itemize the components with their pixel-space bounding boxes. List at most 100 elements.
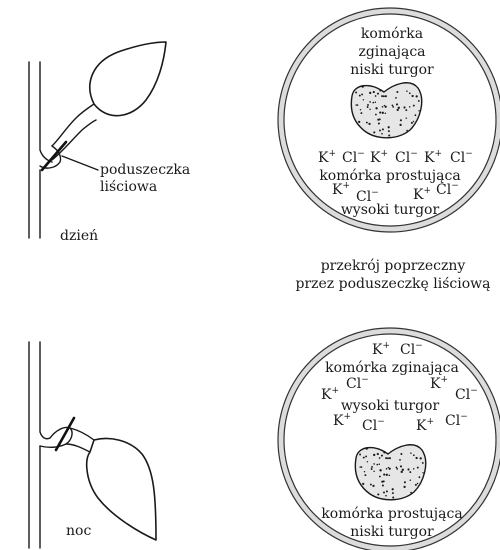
- day-ion-row-1: K+ Cl− K+ Cl− K+ Cl−: [318, 149, 473, 166]
- bundle-dot: [369, 92, 371, 94]
- bundle-dot: [392, 496, 394, 498]
- bundle-dot: [406, 90, 408, 92]
- bundle-dot: [388, 130, 390, 132]
- bundle-dot: [400, 465, 402, 467]
- bundle-dot: [362, 85, 364, 87]
- day-top-cell-line3: niski turgor: [350, 62, 434, 78]
- night-cross-section: K+ Cl− komórka zginająca K+ Cl− K+ Cl− w…: [278, 328, 500, 550]
- bundle-dot: [368, 123, 370, 125]
- bundle-dot: [392, 106, 394, 108]
- day-leaf-blade: [90, 42, 166, 116]
- bundle-dot: [392, 105, 394, 107]
- bundle-dot: [381, 455, 383, 457]
- bundle-dot: [364, 474, 366, 476]
- bundle-dot: [379, 463, 380, 464]
- day-pulvinus: [40, 146, 61, 168]
- bundle-dot: [384, 105, 385, 106]
- bundle-dot: [373, 454, 375, 456]
- bundle-dot: [381, 95, 383, 97]
- bundle-dot: [379, 469, 381, 471]
- bundle-dot: [381, 481, 383, 483]
- bundle-dot: [373, 463, 375, 465]
- bundle-dot: [367, 461, 368, 462]
- bundle-dot: [381, 133, 383, 135]
- bundle-dot: [395, 97, 397, 99]
- bundle-dot: [392, 492, 394, 494]
- bundle-dot: [397, 109, 399, 111]
- bundle-dot: [363, 99, 364, 100]
- bundle-dot: [401, 471, 403, 473]
- bundle-dot: [411, 122, 413, 124]
- bundle-dot: [386, 474, 388, 476]
- bundle-dot: [379, 457, 381, 459]
- bundle-dot: [413, 121, 414, 122]
- bundle-dot: [406, 117, 407, 118]
- bundle-dot: [383, 451, 385, 453]
- bundle-dot: [382, 128, 384, 130]
- bundle-dot: [385, 112, 387, 114]
- night-stem-right-edge: [40, 342, 50, 548]
- bundle-dot: [399, 124, 401, 126]
- bundle-dot: [369, 109, 370, 110]
- night-bottom-cell-line2: niski turgor: [350, 524, 434, 540]
- bundle-dot: [407, 468, 409, 470]
- bundle-dot: [400, 119, 402, 121]
- bundle-dot: [361, 93, 363, 95]
- bundle-dot: [396, 103, 398, 105]
- bundle-dot: [410, 452, 412, 454]
- bundle-dot: [383, 474, 385, 476]
- bundle-dot: [385, 95, 387, 97]
- bundle-dot: [364, 471, 365, 472]
- bundle-dot: [366, 447, 368, 449]
- bundle-dot: [377, 93, 379, 95]
- bundle-dot: [396, 91, 398, 93]
- cross-section-caption-line1: przekrój poprzeczny: [321, 258, 466, 274]
- bundle-dot: [406, 130, 408, 132]
- night-time-label: noc: [66, 523, 91, 539]
- bundle-dot: [389, 474, 391, 476]
- bundle-dot: [369, 133, 370, 134]
- bundle-dot: [382, 112, 384, 114]
- bundle-dot: [360, 112, 362, 114]
- bundle-dot: [379, 112, 381, 114]
- bundle-dot: [372, 485, 374, 487]
- day-plant-drawing: poduszeczka liściowa dzień: [29, 42, 190, 244]
- bundle-dot: [409, 471, 411, 473]
- bundle-dot: [415, 484, 417, 486]
- bundle-dot: [383, 95, 385, 97]
- day-time-label: dzień: [60, 228, 98, 244]
- bundle-dot: [371, 468, 373, 470]
- bundle-dot: [362, 483, 364, 485]
- bundle-dot: [358, 121, 360, 123]
- bundle-dot: [377, 453, 379, 455]
- day-pulvinus-label-line1: poduszeczka: [100, 162, 190, 178]
- night-top-cell-line1: komórka zginająca: [325, 360, 459, 376]
- bundle-dot: [379, 130, 381, 132]
- day-bundle-shape: [351, 83, 421, 138]
- bundle-dot: [355, 92, 357, 94]
- bundle-dot: [413, 454, 415, 456]
- bundle-dot: [403, 486, 405, 488]
- bundle-dot: [375, 107, 377, 109]
- bundle-dot: [385, 495, 387, 497]
- bundle-dot: [386, 468, 388, 470]
- day-petiole-lower: [52, 120, 96, 160]
- day-top-cell-line2: zginająca: [358, 44, 425, 60]
- bundle-dot: [366, 122, 368, 124]
- bundle-dot: [373, 471, 374, 472]
- bundle-dot: [387, 457, 389, 459]
- bundle-dot: [386, 490, 388, 492]
- bundle-dot: [375, 95, 377, 97]
- day-cross-section: komórka zginająca niski turgor K+ Cl− K+…: [278, 8, 500, 232]
- bundle-dot: [420, 457, 422, 459]
- bundle-dot: [367, 106, 369, 108]
- bundle-dot: [416, 95, 418, 97]
- bundle-dot: [413, 468, 414, 469]
- day-pulvinus-leader: [62, 156, 98, 170]
- bundle-dot: [379, 89, 381, 91]
- bundle-dot: [367, 104, 369, 106]
- bundle-dot: [403, 106, 405, 108]
- bundle-dot: [389, 457, 391, 459]
- bundle-dot: [417, 467, 419, 469]
- bundle-dot: [373, 495, 374, 496]
